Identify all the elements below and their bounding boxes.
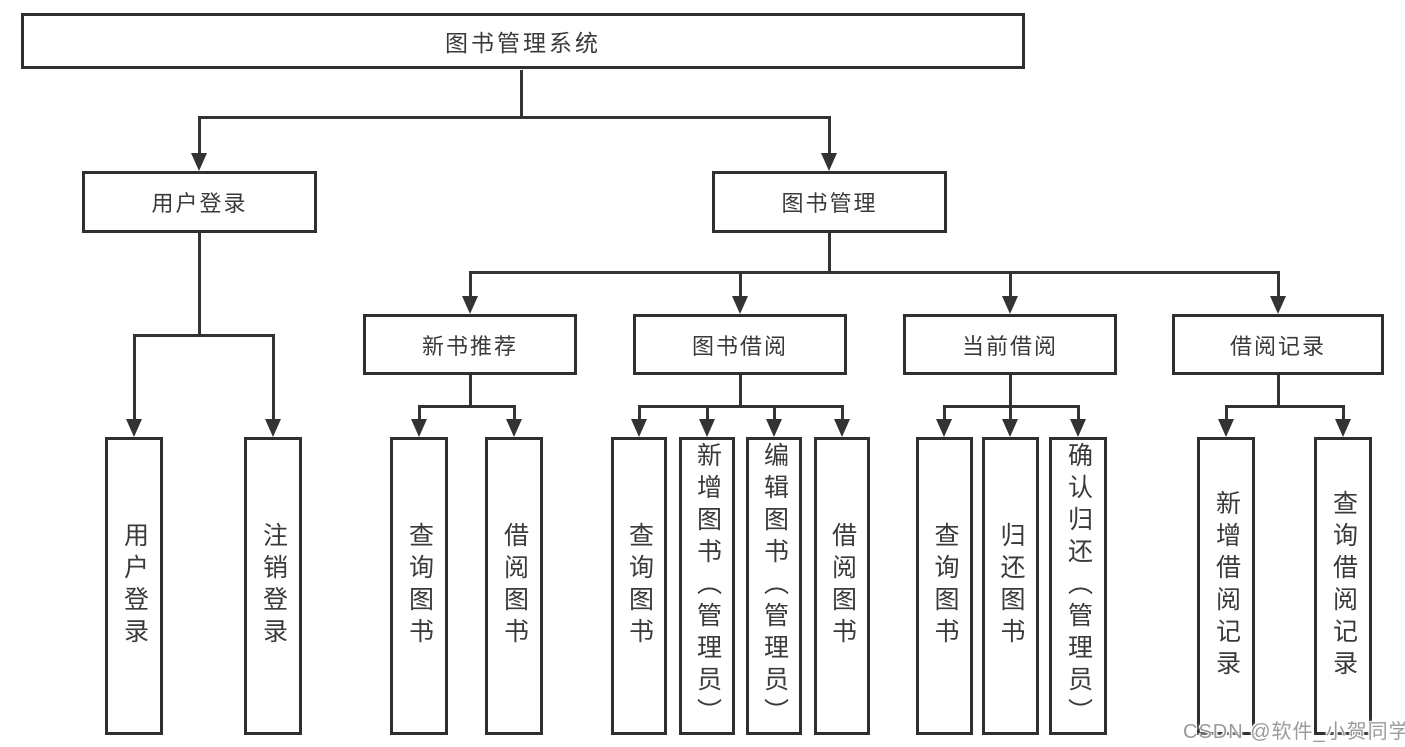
connector-arrowhead-icon [1270,296,1286,314]
node-borrowing-records: 借阅记录 [1172,314,1384,375]
connector-line-vertical [468,375,472,408]
connector-arrow-shaft [1008,405,1012,421]
connector-arrow-shaft [1224,405,1228,421]
connector-line-vertical [1008,375,1012,408]
leaf-label: 查询图书 [405,522,434,650]
leaf-confirm-return-admin: 确认归还（管理员） [1049,437,1107,735]
connector-arrow-shaft [705,405,709,421]
connector-line-vertical [197,233,201,337]
leaf-label: 用户登录 [120,522,149,650]
connector-arrowhead-icon [699,419,715,437]
connector-line-vertical [519,70,523,119]
node-user-login: 用户登录 [82,171,317,233]
connector-arrow-shaft [1076,405,1080,421]
connector-line-horizontal [417,405,516,408]
connector-arrowhead-icon [821,153,837,171]
leaf-logout-login: 注销登录 [244,437,302,735]
connector-arrow-shaft [417,405,421,421]
node-label: 图书管理 [781,191,878,216]
connector-line-horizontal [637,405,844,408]
leaf-label: 注销登录 [259,522,288,650]
leaf-label: 查询图书 [931,522,959,650]
connector-arrow-shaft [1276,271,1280,298]
leaf-label: 查询借阅记录 [1329,490,1358,682]
connector-arrow-shaft [772,405,776,421]
connector-arrow-shaft [738,271,742,298]
node-label: 新书推荐 [421,333,518,359]
connector-arrowhead-icon [936,419,952,437]
leaf-add-borrow-record: 新增借阅记录 [1197,437,1255,735]
connector-line-horizontal [1224,405,1345,408]
connector-arrowhead-icon [126,419,142,437]
leaf-label: 借阅图书 [500,522,529,650]
connector-arrowhead-icon [411,419,427,437]
connector-arrowhead-icon [834,419,850,437]
connector-arrow-shaft [512,405,516,421]
connector-arrow-shaft [840,405,844,421]
connector-arrow-shaft [1341,405,1345,421]
leaf-query-borrow-record: 查询借阅记录 [1314,437,1372,735]
connector-arrowhead-icon [191,153,207,171]
connector-line-vertical [827,233,831,274]
connector-arrow-shaft [271,334,275,421]
connector-arrowhead-icon [631,419,647,437]
leaf-query-books-recommend: 查询图书 [390,437,448,735]
leaf-user-login: 用户登录 [105,437,163,735]
connector-arrowhead-icon [506,419,522,437]
connector-arrowhead-icon [1002,419,1018,437]
node-label: 图书借阅 [691,333,788,359]
connector-arrowhead-icon [732,296,748,314]
connector-arrow-shaft [942,405,946,421]
node-label: 图书管理系统 [445,30,601,56]
node-library-system: 图书管理系统 [21,13,1025,69]
connector-arrowhead-icon [1002,296,1018,314]
connector-arrow-shaft [637,405,641,421]
node-book-management: 图书管理 [712,171,947,233]
connector-arrowhead-icon [766,419,782,437]
connector-arrow-shaft [468,271,472,298]
leaf-label: 查询图书 [625,522,654,650]
leaf-borrow-books-borrowing: 借阅图书 [814,437,870,735]
leaf-label: 确认归还（管理员） [1064,442,1093,730]
leaf-query-books-borrowing: 查询图书 [611,437,667,735]
connector-arrow-shaft [132,334,136,421]
connector-arrowhead-icon [1218,419,1234,437]
leaf-label: 归还图书 [997,522,1025,650]
connector-line-vertical [1276,375,1280,408]
leaf-edit-book-admin: 编辑图书（管理员） [746,437,802,735]
leaf-label: 新增借阅记录 [1212,490,1241,682]
leaf-return-books: 归还图书 [982,437,1039,735]
leaf-label: 编辑图书（管理员） [760,442,789,730]
connector-arrow-shaft [197,116,201,155]
node-label: 当前借阅 [961,333,1058,359]
connector-line-horizontal [197,116,831,119]
node-label: 借阅记录 [1229,333,1326,359]
connector-arrowhead-icon [1335,419,1351,437]
connector-line-horizontal [132,334,275,337]
connector-arrowhead-icon [1070,419,1086,437]
connector-arrowhead-icon [265,419,281,437]
watermark: CSDN @软件_小贺同学 [1183,721,1405,743]
connector-line-horizontal [468,271,1280,274]
node-book-borrowing: 图书借阅 [633,314,847,375]
leaf-borrow-books-recommend: 借阅图书 [485,437,543,735]
leaf-add-book-admin: 新增图书（管理员） [679,437,735,735]
connector-arrow-shaft [1008,271,1012,298]
node-current-borrowing: 当前借阅 [903,314,1117,375]
connector-arrow-shaft [827,116,831,155]
connector-line-vertical [738,375,742,408]
connector-arrowhead-icon [462,296,478,314]
node-label: 用户登录 [151,191,248,216]
leaf-label: 新增图书（管理员） [693,442,722,730]
node-new-book-recommendation: 新书推荐 [363,314,577,375]
leaf-query-books-current: 查询图书 [916,437,973,735]
leaf-label: 借阅图书 [828,522,857,650]
